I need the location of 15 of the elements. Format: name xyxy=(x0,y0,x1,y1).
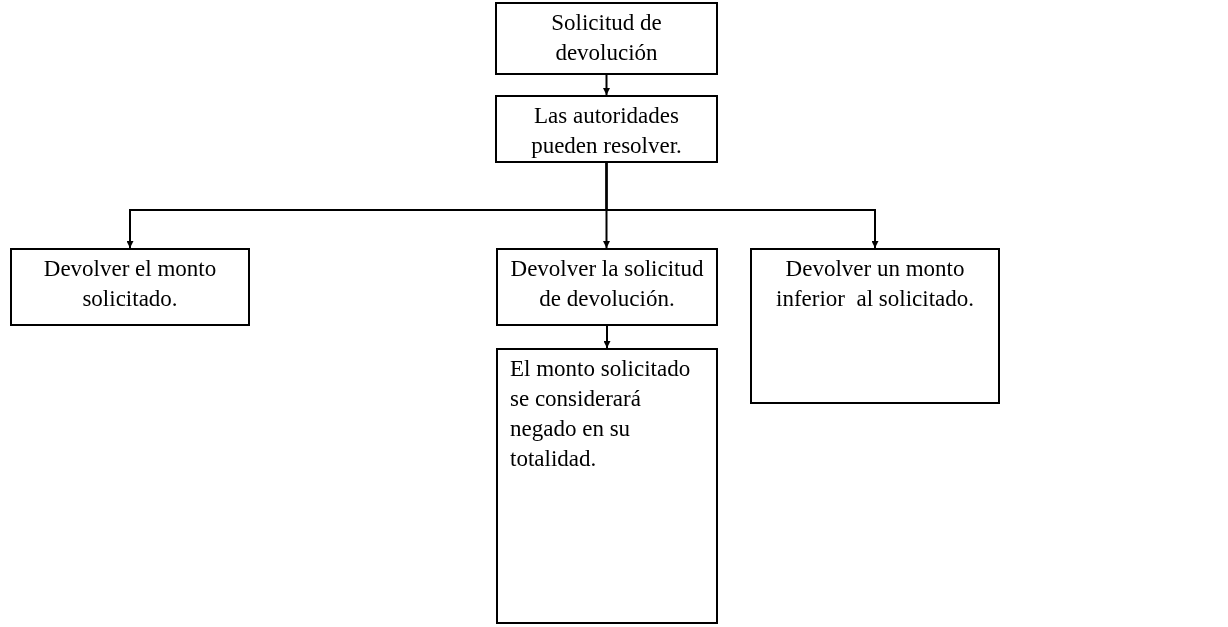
box-text: El monto solicitado se considerará negado en su totalidad. xyxy=(510,355,692,473)
box-text: Devolver el monto solicitado. xyxy=(42,255,218,313)
process-box xyxy=(495,2,718,75)
process-box xyxy=(495,95,718,163)
box-text: Las autoridades pueden resolver. xyxy=(530,102,683,160)
arrow xyxy=(603,325,611,349)
process-box xyxy=(750,248,1000,404)
box-text: Devolver un monto inferior al solicitado. xyxy=(775,255,975,313)
arrow xyxy=(605,162,879,249)
box-text: Solicitud de devolución xyxy=(550,9,663,67)
process-box xyxy=(10,248,250,326)
box-text: Devolver la solicitud de devolución. xyxy=(510,255,704,313)
arrow xyxy=(603,74,610,96)
process-box xyxy=(496,348,718,624)
process-box xyxy=(496,248,718,326)
